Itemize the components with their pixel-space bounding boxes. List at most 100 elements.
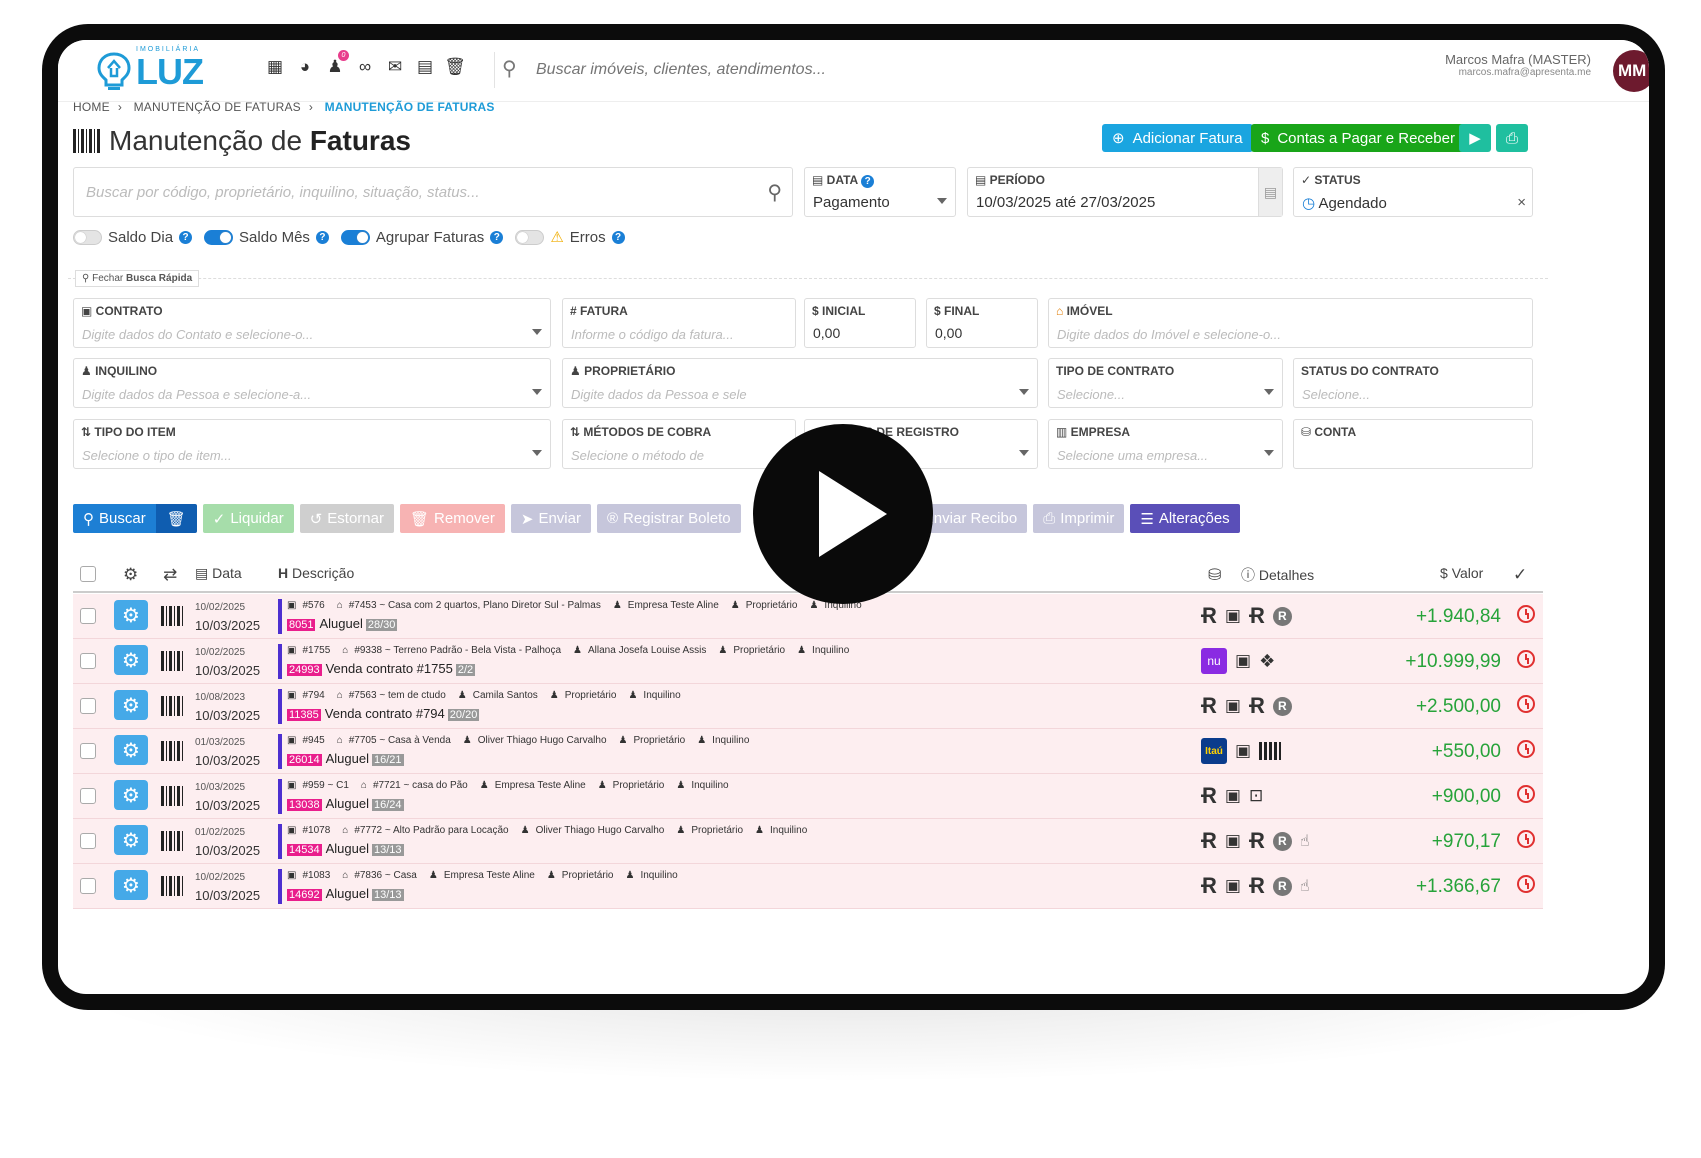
row-settings-button[interactable]: ⚙ [114, 735, 148, 765]
search-button[interactable]: ⚲Buscar [73, 504, 156, 533]
close-quick-search-button[interactable]: ⚲ Fechar Busca Rápida [75, 270, 200, 287]
calendar-icon[interactable]: ▤ [416, 57, 434, 76]
toggle-saldo-mes[interactable]: Saldo Mês? [204, 229, 329, 246]
invoice-code-badge[interactable]: 13038 [287, 799, 322, 811]
contract-select[interactable]: ▣ CONTRATO Digite dados do Contato e sel… [73, 298, 551, 348]
person-link[interactable]: ♟Allana Josefa Louise Assis [573, 645, 707, 656]
item-type-select[interactable]: ⇅ TIPO DO ITEM Selecione o tipo de item.… [73, 419, 551, 469]
owner-link[interactable]: ♟Proprietário [718, 645, 786, 656]
logo[interactable]: IMOBILIÁRIA LUZ [96, 46, 221, 96]
send-button[interactable]: ➤Enviar [510, 504, 591, 533]
barcode-icon[interactable] [161, 606, 183, 626]
property-link[interactable]: ⌂#7563 ~ tem de ctudo [336, 690, 446, 701]
youtube-button[interactable]: ▶ [1459, 124, 1491, 152]
tenant-link[interactable]: ♟Inquilino [797, 645, 850, 656]
help-icon[interactable]: ? [179, 230, 193, 244]
person-link[interactable]: ♟Empresa Teste Aline [428, 870, 535, 881]
tenant-link[interactable]: ♟Inquilino [697, 735, 750, 746]
property-link[interactable]: ⌂#9338 ~ Terreno Padrão - Bela Vista - P… [342, 645, 562, 656]
person-link[interactable]: ♟Oliver Thiago Hugo Carvalho [520, 825, 665, 836]
reverse-button[interactable]: ↺Estornar [299, 504, 394, 533]
property-link[interactable]: ⌂#7836 ~ Casa [342, 870, 417, 881]
contract-link[interactable]: ▣#945 [287, 735, 325, 746]
contract-link[interactable]: ▣#1078 [287, 825, 331, 836]
row-checkbox[interactable] [80, 878, 96, 894]
link-icon[interactable]: ∞ [358, 57, 372, 76]
invoice-code-badge[interactable]: 11385 [287, 709, 321, 721]
select-all-checkbox[interactable] [80, 566, 96, 582]
toggle-erros[interactable]: ⚠Erros? [515, 228, 625, 246]
tenant-link[interactable]: ♟Inquilino [625, 870, 678, 881]
company-select[interactable]: ▥ EMPRESA Selecione uma empresa... [1048, 419, 1283, 469]
add-invoice-button[interactable]: ⊕Adicionar Fatura [1102, 124, 1253, 152]
search-icon[interactable]: ⚲ [767, 182, 782, 204]
tenant-link[interactable]: ♟Inquilino [755, 825, 808, 836]
row-settings-button[interactable]: ⚙ [114, 645, 148, 675]
print-button[interactable]: ⎙ [1496, 124, 1528, 152]
row-checkbox[interactable] [80, 608, 96, 624]
swap-icon[interactable]: ⇄ [163, 565, 178, 584]
date-type-select[interactable]: ▤ DATA ? Pagamento [804, 167, 956, 217]
contract-type-select[interactable]: TIPO DE CONTRATO Selecione... [1048, 358, 1283, 408]
row-settings-button[interactable]: ⚙ [114, 780, 148, 810]
barcode-icon[interactable] [161, 651, 183, 671]
barcode-icon[interactable] [161, 876, 183, 896]
status-select[interactable]: ✓ STATUS ◷ Agendado × [1293, 167, 1533, 217]
barcode-icon[interactable] [161, 696, 183, 716]
switch[interactable] [340, 229, 370, 245]
person-link[interactable]: ♟Camila Santos [457, 690, 538, 701]
row-settings-button[interactable]: ⚙ [114, 600, 148, 630]
row-settings-button[interactable]: ⚙ [114, 825, 148, 855]
property-link[interactable]: ⌂#7705 ~ Casa à Venda [336, 735, 451, 746]
avatar[interactable]: MM [1613, 50, 1649, 92]
accounts-button[interactable]: $Contas a Pagar e Receber [1251, 124, 1465, 152]
contract-link[interactable]: ▣#1083 [287, 870, 331, 881]
owner-link[interactable]: ♟Proprietário [549, 690, 617, 701]
switch[interactable] [204, 229, 234, 245]
help-icon[interactable]: ? [315, 230, 329, 244]
breadcrumb-home[interactable]: HOME [73, 100, 110, 114]
person-link[interactable]: ♟Empresa Teste Aline [479, 780, 586, 791]
invoice-code-badge[interactable]: 14534 [287, 844, 322, 856]
barcode-icon[interactable] [161, 831, 183, 851]
contract-link[interactable]: ▣#959 ~ C1 [287, 780, 349, 791]
tenant-link[interactable]: ♟Inquilino [809, 600, 862, 611]
clear-filters-button[interactable]: 🗑 [155, 504, 197, 533]
tenant-link[interactable]: ♟Inquilino [676, 780, 729, 791]
owner-link[interactable]: ♟Proprietário [597, 780, 665, 791]
register-slip-button[interactable]: ®Registrar Boleto [596, 504, 741, 533]
barcode-icon[interactable] [161, 741, 183, 761]
property-select[interactable]: ⌂ IMÓVEL Digite dados do Imóvel e seleci… [1048, 298, 1533, 348]
global-search-input[interactable] [536, 54, 1036, 86]
initial-value-input[interactable]: $ INICIAL 0,00 [804, 298, 916, 348]
person-link[interactable]: ♟Oliver Thiago Hugo Carvalho [462, 735, 607, 746]
mail-icon[interactable]: ✉ [387, 57, 403, 76]
invoice-code-badge[interactable]: 8051 [287, 619, 316, 631]
owner-link[interactable]: ♟Proprietário [730, 600, 798, 611]
row-checkbox[interactable] [80, 698, 96, 714]
print-invoices-button[interactable]: ⎙Imprimir [1033, 504, 1125, 533]
owner-link[interactable]: ♟Proprietário [546, 870, 614, 881]
remove-button[interactable]: 🗑Remover [399, 504, 505, 533]
breadcrumb-item[interactable]: MANUTENÇÃO DE FATURAS [133, 100, 301, 114]
row-settings-button[interactable]: ⚙ [114, 870, 148, 900]
users-icon[interactable]: ♟0 [325, 50, 349, 78]
billing-method-select[interactable]: ⇅ MÉTODOS DE COBRA Selecione o método de [562, 419, 796, 469]
column-date[interactable]: ▤ Data [195, 565, 242, 581]
barcode-icon[interactable] [161, 786, 183, 806]
tenant-select[interactable]: ♟ INQUILINO Digite dados da Pessoa e sel… [73, 358, 551, 408]
grid-icon[interactable]: ▦ [266, 57, 284, 76]
calendar-icon[interactable]: ▤ [1258, 168, 1282, 216]
settle-button[interactable]: ✓Liquidar [202, 504, 294, 533]
toggle-agrupar[interactable]: Agrupar Faturas? [340, 229, 504, 246]
owner-link[interactable]: ♟Proprietário [676, 825, 744, 836]
owner-link[interactable]: ♟Proprietário [618, 735, 686, 746]
contract-status-select[interactable]: STATUS DO CONTRATO Selecione... [1293, 358, 1533, 408]
trash-icon[interactable]: 🗑 [444, 57, 466, 76]
help-icon[interactable]: ? [611, 230, 625, 244]
invoice-code-badge[interactable]: 26014 [287, 754, 322, 766]
row-checkbox[interactable] [80, 653, 96, 669]
